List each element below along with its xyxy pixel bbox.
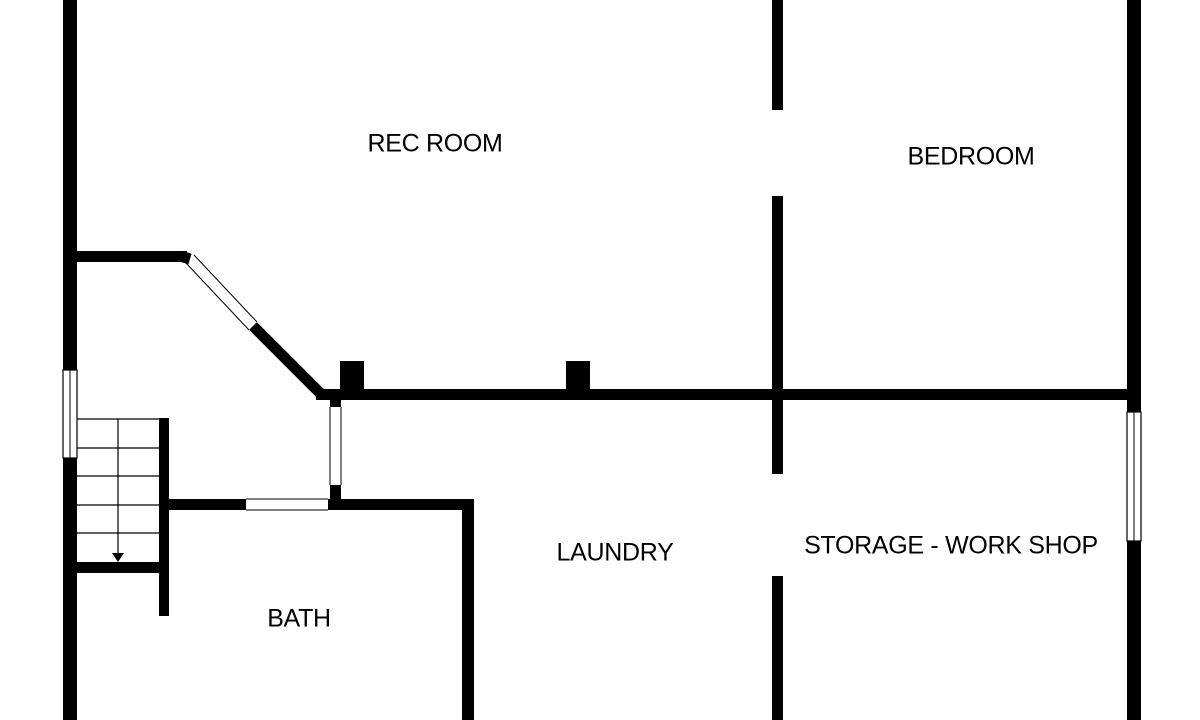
staircase [77, 418, 159, 554]
stair-direction-arrow-icon [112, 553, 124, 562]
bath-right-wall [462, 499, 474, 720]
wall-pillar-left [340, 361, 364, 395]
right-window [1126, 411, 1142, 542]
room-label-bath: BATH [267, 605, 331, 633]
diagonal-wall-opening [185, 255, 258, 330]
bath-doorway [246, 499, 328, 510]
left-wall-lower [63, 456, 77, 720]
main-horizontal-wall [316, 389, 1141, 400]
hall-doorway [330, 407, 341, 485]
room-label-rec-room: REC ROOM [367, 130, 502, 158]
center-wall-top [772, 0, 783, 110]
alcove-top-wall [77, 251, 187, 262]
left-window [62, 369, 78, 459]
bedroom-doorway [772, 110, 783, 196]
bath-top-wall-left [160, 499, 246, 510]
diagonal-wall-opening-edge-b [193, 254, 258, 323]
storage-doorway [772, 474, 783, 576]
bath-top-wall-right [328, 499, 474, 510]
stair-right-wall [159, 418, 169, 616]
right-wall-lower [1127, 539, 1141, 720]
diagonal-wall-top [178, 250, 192, 265]
room-label-bedroom: BEDROOM [907, 143, 1034, 171]
diagonal-wall-opening-edge-a [185, 262, 250, 331]
wall-pillar-right [566, 361, 590, 395]
hall-post-top [330, 389, 341, 407]
diagonal-wall [249, 322, 325, 398]
left-wall-upper [63, 0, 77, 372]
center-wall-middle [772, 196, 783, 474]
room-label-storage-work-shop: STORAGE - WORK SHOP [804, 532, 1098, 560]
hall-post-bottom [330, 485, 341, 509]
stair-bottom-wall [77, 562, 169, 573]
right-wall-upper [1127, 0, 1141, 414]
center-wall-bottom [772, 576, 783, 720]
room-label-laundry: LAUNDRY [557, 539, 675, 567]
